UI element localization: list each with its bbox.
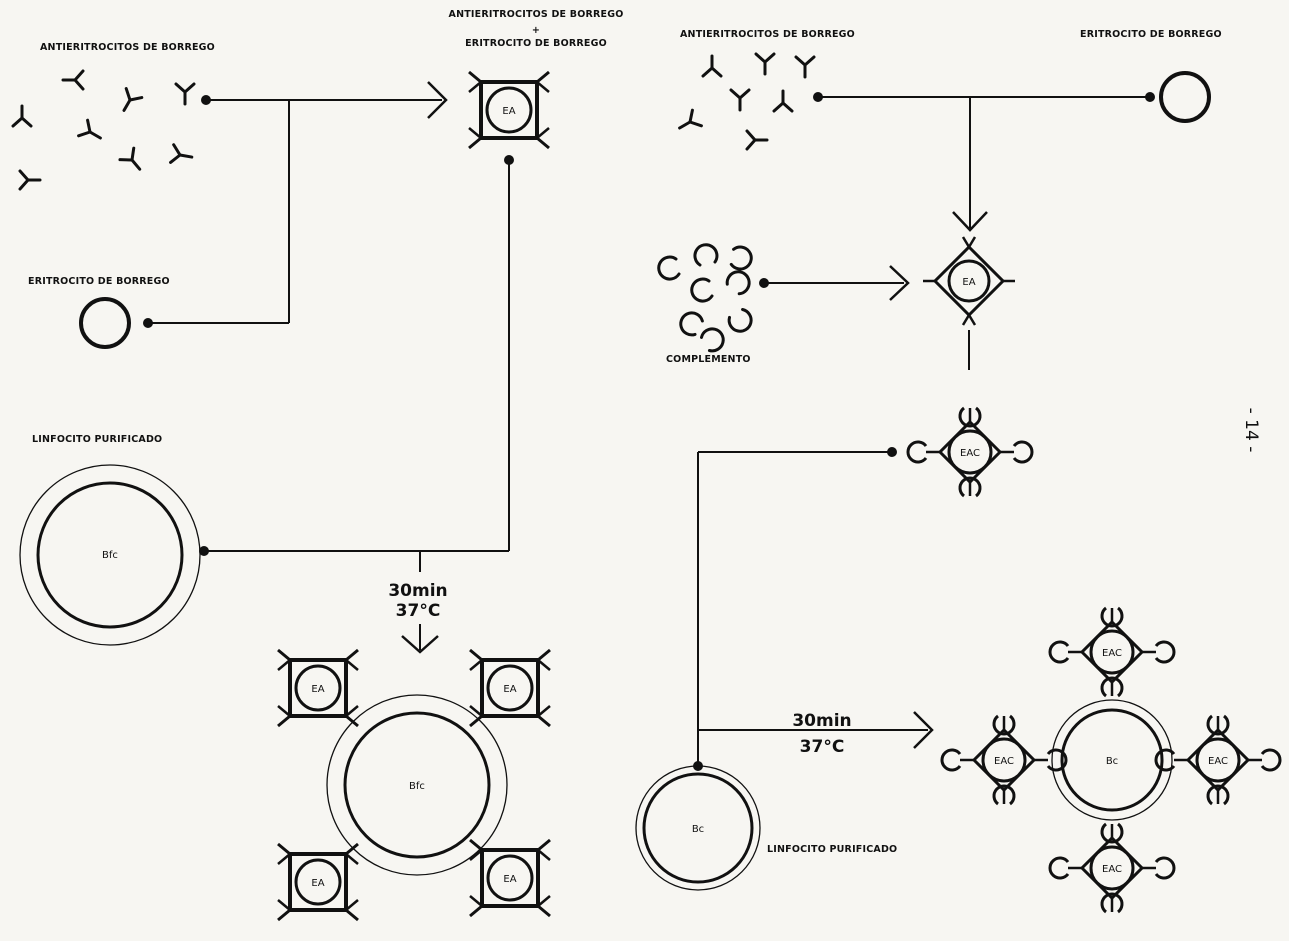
right-erythrocyte-label: ERITROCITO DE BORREGO: [1080, 29, 1222, 40]
left-ea-complex: EA: [469, 72, 549, 148]
right-antibodies-label: ANTIERITROCITOS DE BORREGO: [680, 29, 855, 40]
antibody-icon: [79, 120, 105, 146]
page-number: - 14 -: [1241, 408, 1261, 453]
right-lymphocyte-label: LINFOCITO PURIFICADO: [767, 844, 897, 855]
right-rosette-eac: EAC: [1102, 648, 1122, 659]
right-eac-complex: EAC: [908, 408, 1032, 496]
antibody-icon: [747, 131, 767, 149]
antibody-icon: [171, 145, 194, 166]
right-incubation-temp: 37°C: [800, 737, 845, 757]
antibody-icon: [675, 110, 701, 136]
left-complex-label-2: ERITROCITO DE BORREGO: [465, 38, 607, 49]
antibody-icon: [63, 71, 83, 89]
antibody-icon: [756, 54, 774, 74]
right-rosette-eac: EAC: [1102, 864, 1122, 875]
left-lymphocyte-label: LINFOCITO PURIFICADO: [32, 434, 162, 445]
left-complex-label-1: ANTIERITROCITOS DE BORREGO: [449, 9, 624, 20]
left-antibody-connector: [144, 82, 446, 327]
antibody-icon: [20, 171, 40, 189]
right-rosette-eac: EAC: [1208, 756, 1228, 767]
left-erythrocyte: [81, 299, 129, 347]
svg-text:EA: EA: [502, 106, 515, 117]
right-lymphocyte: Bc: [636, 766, 760, 890]
antibody-icon: [731, 90, 749, 110]
left-panel: ANTIERITROCITOS DE BORREGO ERITROCITO DE…: [13, 9, 623, 920]
right-top-connector: [814, 93, 1154, 230]
left-complex-plus: +: [532, 25, 540, 36]
left-antibody-cluster: [13, 71, 194, 189]
right-ea-complex: EA: [923, 237, 1015, 325]
antibody-icon: [796, 57, 814, 77]
complement-cluster: [659, 245, 755, 354]
svg-text:Bfc: Bfc: [102, 550, 118, 561]
complement-label: COMPLEMENTO: [666, 354, 751, 365]
antibody-icon: [116, 89, 142, 115]
left-ea-connector: [200, 156, 513, 652]
antibody-icon: [703, 56, 721, 76]
antibody-icon: [176, 84, 194, 104]
svg-text:EA: EA: [962, 277, 975, 288]
right-erythrocyte: [1161, 73, 1209, 121]
svg-text:Bc: Bc: [692, 824, 704, 835]
left-rosette-ea: EA: [503, 874, 516, 885]
right-incubation-time: 30min: [792, 711, 851, 731]
left-incubation-time: 30min: [388, 581, 447, 601]
right-rosette-center: Bc: [1106, 756, 1118, 767]
right-rosette-eac: EAC: [994, 756, 1014, 767]
left-erythrocyte-label: ERITROCITO DE BORREGO: [28, 276, 170, 287]
antibody-icon: [774, 91, 792, 111]
left-rosette-ea: EA: [311, 684, 324, 695]
right-panel: ANTIERITROCITOS DE BORREGO ERITROCITO DE…: [636, 29, 1280, 912]
left-rosette-ea: EA: [503, 684, 516, 695]
right-antibody-cluster: [675, 54, 814, 149]
left-lymphocyte: Bfc: [20, 465, 200, 645]
svg-text:EAC: EAC: [960, 448, 980, 459]
antibody-icon: [120, 148, 147, 175]
left-antibodies-label: ANTIERITROCITOS DE BORREGO: [40, 42, 215, 53]
left-rosette: Bfc EA EA EA EA: [278, 650, 550, 920]
antibody-icon: [13, 106, 31, 126]
left-incubation-temp: 37°C: [396, 601, 441, 621]
right-rosette: Bc EAC EAC EAC EAC: [942, 608, 1280, 912]
left-rosette-center: Bfc: [409, 781, 425, 792]
complement-connector: [760, 266, 908, 300]
left-rosette-ea: EA: [311, 878, 324, 889]
